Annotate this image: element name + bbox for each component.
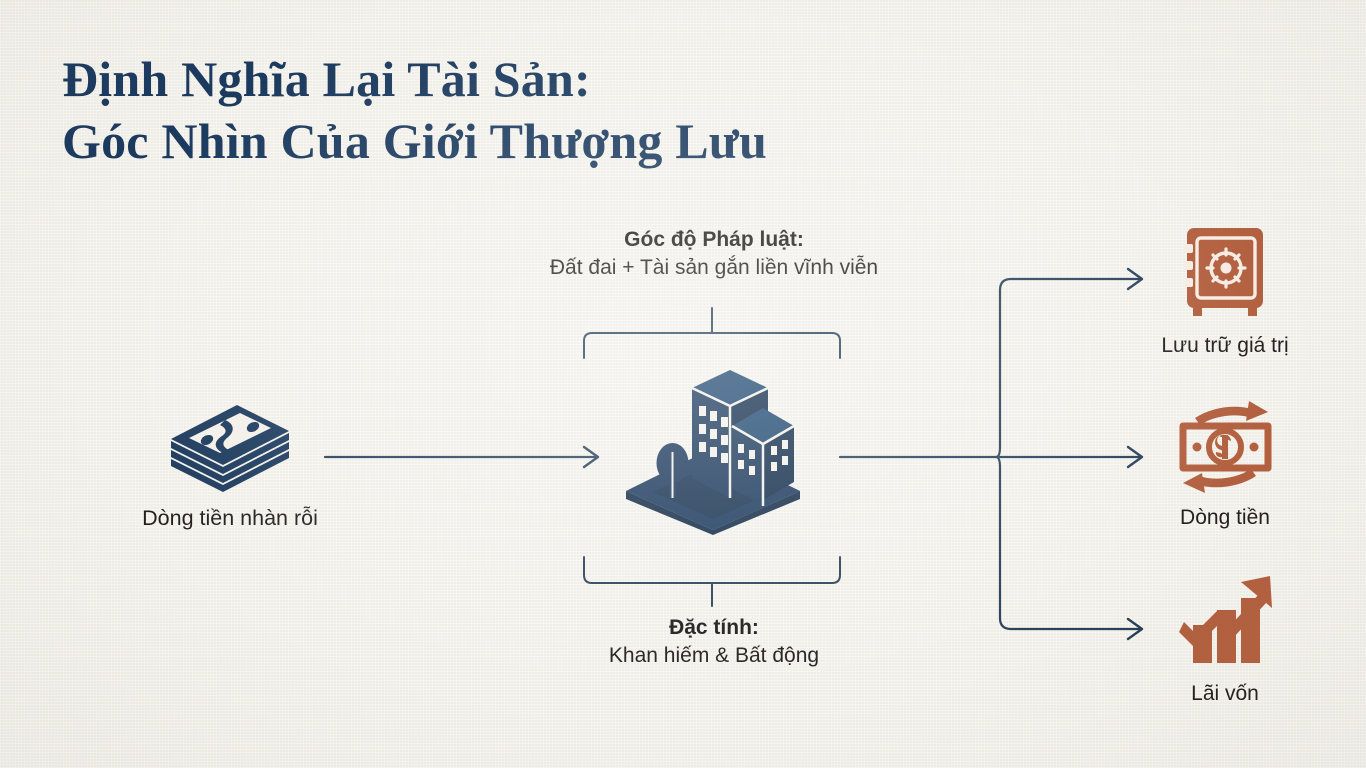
bracket-legal: [583, 307, 841, 359]
safe-vault-icon: [1184, 228, 1263, 316]
node-capital-gain: Lãi vốn: [1120, 570, 1330, 706]
annotation-nature-title: Đặc tính:: [669, 616, 759, 639]
node-cash-flow: Dòng tiền: [1120, 398, 1330, 530]
cash-flow-icon: [1179, 401, 1271, 493]
page-title-line-2: Góc Nhìn Của Giới Thượng Lưu: [62, 113, 767, 169]
node-idle-cash-label: Dòng tiền nhàn rỗi: [142, 506, 318, 530]
annotation-legal-title: Góc độ Pháp luật:: [624, 228, 804, 251]
money-stack-icon: [171, 405, 289, 492]
annotation-legal: Góc độ Pháp luật: Đất đai + Tài sản gắn …: [414, 226, 1014, 283]
node-idle-cash: Dòng tiền nhàn rỗi: [105, 402, 355, 531]
annotation-legal-text: Đất đai + Tài sản gắn liền vĩnh viễn: [549, 256, 879, 280]
arrow-property-to-outputs: [838, 267, 1144, 641]
node-store-of-value: Lưu trữ giá trị: [1120, 222, 1330, 358]
annotation-nature: Đặc tính: Khan hiếm & Bất động: [414, 614, 1014, 671]
node-real-estate: [600, 360, 825, 535]
node-store-of-value-label: Lưu trữ giá trị: [1161, 334, 1289, 357]
tree-shape: [656, 443, 688, 498]
bracket-nature: [583, 556, 841, 607]
page-title: Định Nghĩa Lại Tài Sản: Góc Nhìn Của Giớ…: [62, 48, 962, 172]
real-estate-buildings-icon: [625, 370, 800, 535]
page-title-line-1: Định Nghĩa Lại Tài Sản:: [62, 51, 591, 107]
annotation-nature-text: Khan hiếm & Bất động: [608, 644, 820, 668]
arrow-cash-to-property: [323, 445, 600, 469]
short-building-shape: [730, 408, 795, 506]
node-capital-gain-label: Lãi vốn: [1191, 682, 1259, 705]
growth-chart-icon: [1179, 576, 1272, 663]
node-cash-flow-label: Dòng tiền: [1180, 506, 1270, 529]
